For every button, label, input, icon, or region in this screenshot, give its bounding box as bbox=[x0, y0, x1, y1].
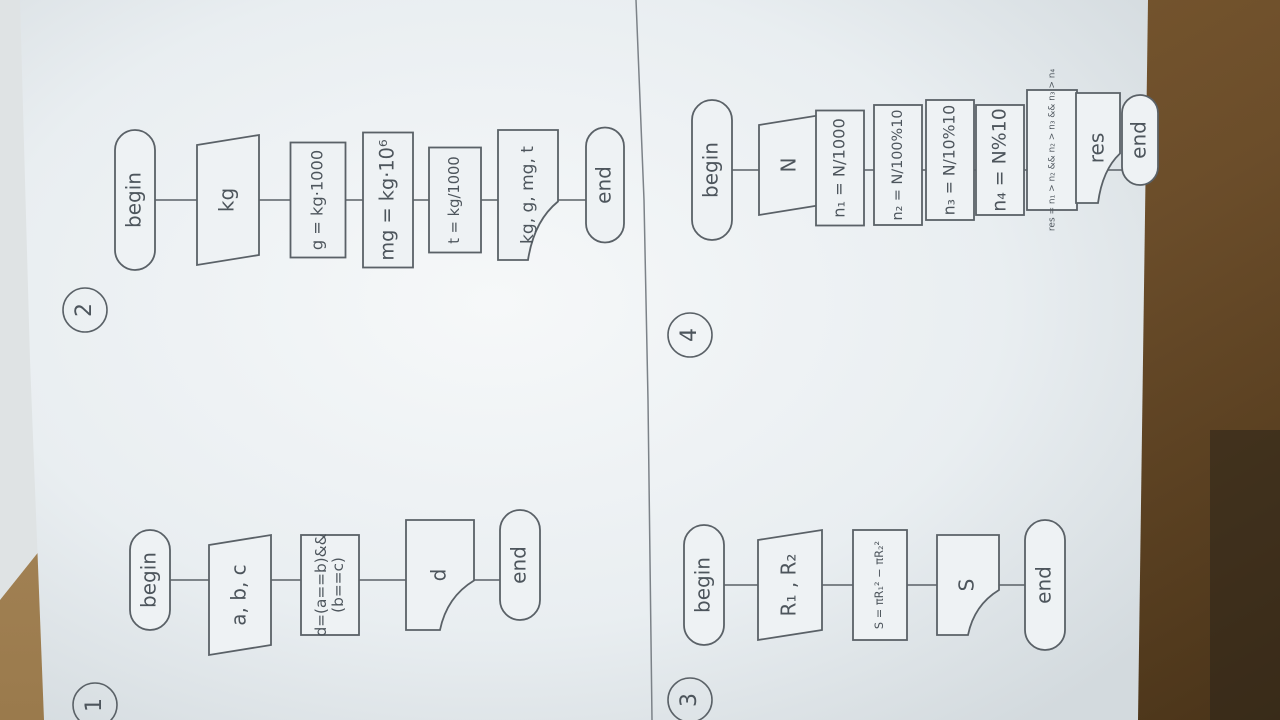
divider-line bbox=[635, 0, 653, 720]
process-block bbox=[852, 529, 908, 641]
block-text: S bbox=[955, 579, 979, 592]
block-text: d bbox=[427, 569, 451, 582]
chart-number: 4 bbox=[677, 328, 702, 342]
block-text: n₂ = N/100%10 bbox=[890, 109, 906, 220]
block-text: begin bbox=[137, 552, 161, 608]
terminal-block bbox=[585, 126, 625, 244]
flowchart-1: begin a, b, c d=(a==b)&&(b==c) d end 1 bbox=[72, 509, 541, 720]
block-text: n₁ = N/1000 bbox=[830, 118, 849, 218]
process-block bbox=[873, 104, 923, 226]
process-block bbox=[975, 104, 1025, 216]
chart-number-circle bbox=[72, 682, 118, 720]
terminal-block bbox=[129, 529, 171, 631]
block-text: begin bbox=[691, 557, 715, 613]
block-text: res bbox=[1085, 133, 1109, 164]
block-text: a, b, c bbox=[227, 564, 251, 625]
terminal-block bbox=[1024, 519, 1066, 651]
output-block bbox=[1075, 92, 1121, 204]
chart-number: 1 bbox=[82, 698, 107, 712]
block-text: end bbox=[1127, 121, 1151, 159]
input-block bbox=[196, 133, 260, 267]
input-block bbox=[757, 528, 823, 642]
block-text: end bbox=[507, 546, 531, 584]
chart-number-circle bbox=[667, 677, 713, 720]
chart-number-circle bbox=[667, 312, 713, 358]
block-text: kg bbox=[215, 188, 239, 212]
block-text: begin bbox=[122, 172, 146, 228]
output-block bbox=[497, 129, 559, 261]
block-text: R₁ , R₂ bbox=[777, 554, 801, 617]
flowchart-2: begin kg g = kg·1000 mg = kg·10⁶ t = kg/1000… bbox=[62, 126, 625, 333]
output-block bbox=[936, 534, 1000, 636]
block-text: d=(a==b)&& bbox=[312, 533, 330, 636]
terminal-block bbox=[1121, 94, 1159, 186]
input-block bbox=[208, 533, 272, 657]
block-text: mg = kg·10⁶ bbox=[376, 139, 399, 261]
process-block bbox=[815, 109, 865, 227]
terminal-block bbox=[683, 524, 725, 646]
process-block bbox=[428, 146, 482, 254]
process-block bbox=[289, 141, 347, 259]
block-text: n₃ = N/10%10 bbox=[941, 105, 959, 215]
block-text: g = kg·1000 bbox=[308, 150, 327, 250]
block-text: begin bbox=[699, 142, 723, 198]
chart-number: 2 bbox=[72, 303, 97, 317]
block-text: end bbox=[592, 166, 616, 204]
desk-shadow bbox=[1210, 430, 1280, 720]
output-block bbox=[405, 519, 475, 631]
block-text-line2: (b==c) bbox=[329, 557, 347, 613]
block-text: kg, g, mg, t bbox=[518, 146, 538, 244]
block-text: n₄ = N%10 bbox=[989, 108, 1011, 211]
terminal-block bbox=[691, 99, 733, 241]
block-text: S = πR₁² − πR₂² bbox=[872, 541, 886, 629]
process-block bbox=[300, 534, 360, 636]
block-text: t = kg/1000 bbox=[446, 156, 463, 243]
terminal-block bbox=[499, 509, 541, 621]
block-text: res = n₁ > n₂ && n₂ > n₃ && n₃ > n₄ bbox=[1048, 69, 1058, 232]
chart-number-circle bbox=[62, 287, 108, 333]
process-block bbox=[362, 131, 414, 269]
terminal-block bbox=[114, 129, 156, 271]
process-block bbox=[925, 99, 975, 221]
block-text: N bbox=[777, 158, 801, 173]
process-block bbox=[1026, 89, 1078, 211]
chart-number: 3 bbox=[677, 693, 702, 707]
block-text: end bbox=[1032, 566, 1056, 604]
